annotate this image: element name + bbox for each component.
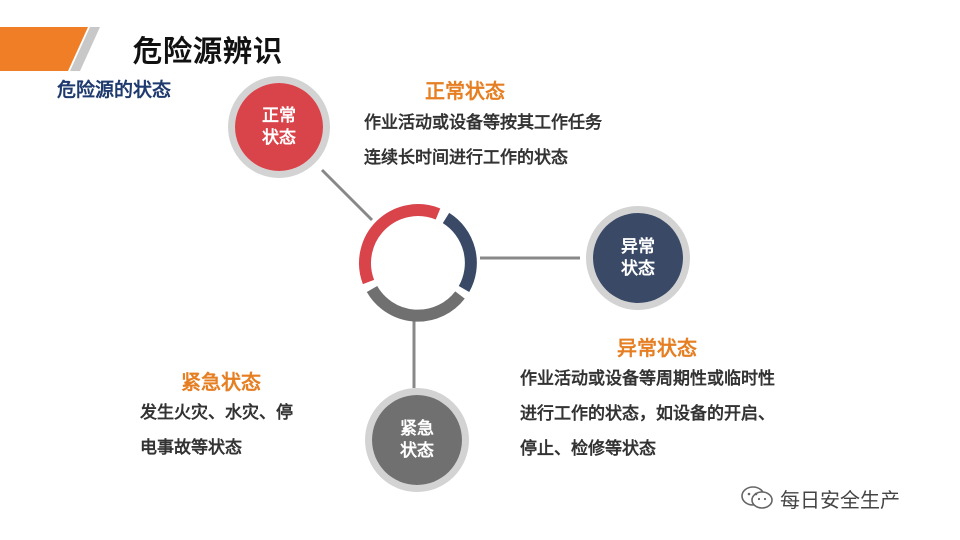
node-abnormal-line1: 异常 xyxy=(621,237,655,257)
normal-desc-line: 连续长时间进行工作的状态 xyxy=(364,148,568,168)
node-emergency-line2: 状态 xyxy=(400,441,434,461)
center-ring-navy-arc xyxy=(442,212,477,292)
center-ring-red-arc xyxy=(359,204,441,285)
node-abnormal-state: 异常 状态 xyxy=(586,206,690,310)
emergency-desc-line: 电事故等状态 xyxy=(140,438,242,458)
center-ring-gray-arc xyxy=(366,285,465,322)
node-normal-state: 正常 状态 xyxy=(228,76,330,178)
wechat-icon xyxy=(741,486,773,509)
abnormal-desc-line: 停止、检修等状态 xyxy=(520,439,656,459)
abnormal-state-description: 作业活动或设备等周期性或临时性 进行工作的状态，如设备的开启、 停止、检修等状态 xyxy=(520,362,775,467)
center-ring xyxy=(359,204,477,322)
node-emergency-state: 紧急 状态 xyxy=(365,388,469,492)
emergency-state-description: 发生火灾、水灾、停 电事故等状态 xyxy=(140,396,293,466)
normal-state-description: 作业活动或设备等按其工作任务 连续长时间进行工作的状态 xyxy=(364,106,602,176)
watermark-text: 每日安全生产 xyxy=(780,487,900,512)
page-title: 危险源辨识 xyxy=(133,34,284,68)
node-normal-line1: 正常 xyxy=(262,106,296,126)
abnormal-state-heading: 异常状态 xyxy=(617,336,697,360)
connector-normal xyxy=(320,168,374,222)
normal-desc-line: 作业活动或设备等按其工作任务 xyxy=(364,113,602,133)
normal-state-heading: 正常状态 xyxy=(425,79,505,103)
abnormal-desc-line: 进行工作的状态，如设备的开启、 xyxy=(520,404,775,424)
abnormal-desc-line: 作业活动或设备等周期性或临时性 xyxy=(520,369,775,389)
title-accent-bar xyxy=(0,27,100,71)
node-abnormal-line2: 状态 xyxy=(621,259,655,279)
watermark: 每日安全生产 xyxy=(740,485,900,512)
emergency-desc-line: 发生火灾、水灾、停 xyxy=(140,403,293,423)
page-subtitle: 危险源的状态 xyxy=(57,79,172,101)
node-emergency-line1: 紧急 xyxy=(400,419,434,439)
node-normal-line2: 状态 xyxy=(262,128,296,148)
emergency-state-heading: 紧急状态 xyxy=(181,370,261,394)
